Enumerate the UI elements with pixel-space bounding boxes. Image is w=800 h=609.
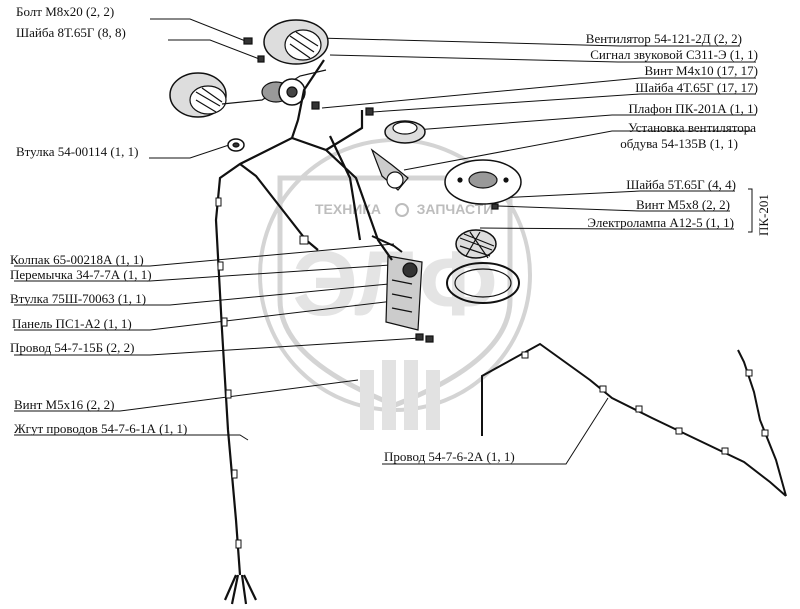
main-harness xyxy=(214,59,393,605)
label-jumper-34-7-7a: Перемычка 34-7-7А (1, 1) xyxy=(10,267,152,282)
blower-unit xyxy=(370,148,409,191)
label-horn-c311-e: Сигнал звуковой С311-Э (1, 1) xyxy=(590,47,758,62)
horn-signal xyxy=(261,78,306,106)
label-cap-65-00218a: Колпак 65-00218А (1, 1) xyxy=(10,252,144,267)
group-label-pk-201: ПК-201 xyxy=(756,194,771,236)
label-wire-54-7-6-2a: Провод 54-7-6-2А (1, 1) xyxy=(384,449,515,464)
ceiling-lamp xyxy=(384,120,426,144)
label-lamp-pk-201a: Плафон ПК-201А (1, 1) xyxy=(628,101,758,116)
wire-54-7-6-2A xyxy=(481,342,787,497)
lamp-ring xyxy=(446,262,520,304)
switch-panel xyxy=(371,235,423,331)
lamp-bulb xyxy=(455,229,497,259)
label-wire-54-7-15b: Провод 54-7-15Б (2, 2) xyxy=(10,340,135,355)
label-washer-5t65g: Шайба 5Т.65Г (4, 4) xyxy=(626,177,736,192)
label-fan-54-121-2d: Вентилятор 54-121-2Д (2, 2) xyxy=(585,31,742,46)
label-screw-m5x16: Винт М5х16 (2, 2) xyxy=(14,397,115,412)
wire-clips xyxy=(521,351,769,455)
leader-lines xyxy=(14,18,756,465)
fan-lower xyxy=(169,72,227,118)
label-blower-unit-line1: Установка вентилятора xyxy=(628,120,756,135)
label-lamp-a12-5: Электролампа А12-5 (1, 1) xyxy=(587,215,734,230)
bushing xyxy=(227,138,245,152)
label-bushing-75sh-70063: Втулка 75Ш-70063 (1, 1) xyxy=(10,291,147,306)
watermark-top-right: ЗАПЧАСТИ xyxy=(417,201,494,217)
label-screw-m5x8: Винт М5х8 (2, 2) xyxy=(636,197,730,212)
label-panel-ps1-a2: Панель ПС1-А2 (1, 1) xyxy=(12,316,132,331)
label-bolt-m8x20: Болт М8х20 (2, 2) xyxy=(16,4,115,19)
gear-icon xyxy=(395,203,409,217)
label-blower-unit-line2: обдува 54-135В (1, 1) xyxy=(620,136,738,151)
label-washer-4t65g: Шайба 4Т.65Г (17, 17) xyxy=(635,80,758,95)
label-harness-54-7-6-1a: Жгут проводов 54-7-6-1А (1, 1) xyxy=(14,421,188,436)
label-screw-m4x10: Винт М4х10 (17, 17) xyxy=(644,63,758,78)
label-washer-8t65g: Шайба 8Т.65Г (8, 8) xyxy=(16,25,126,40)
lamp-plate xyxy=(444,159,522,205)
fan-upper xyxy=(263,19,329,65)
label-bushing-54-00114: Втулка 54-00114 (1, 1) xyxy=(16,144,139,159)
harness-clips xyxy=(215,197,309,549)
